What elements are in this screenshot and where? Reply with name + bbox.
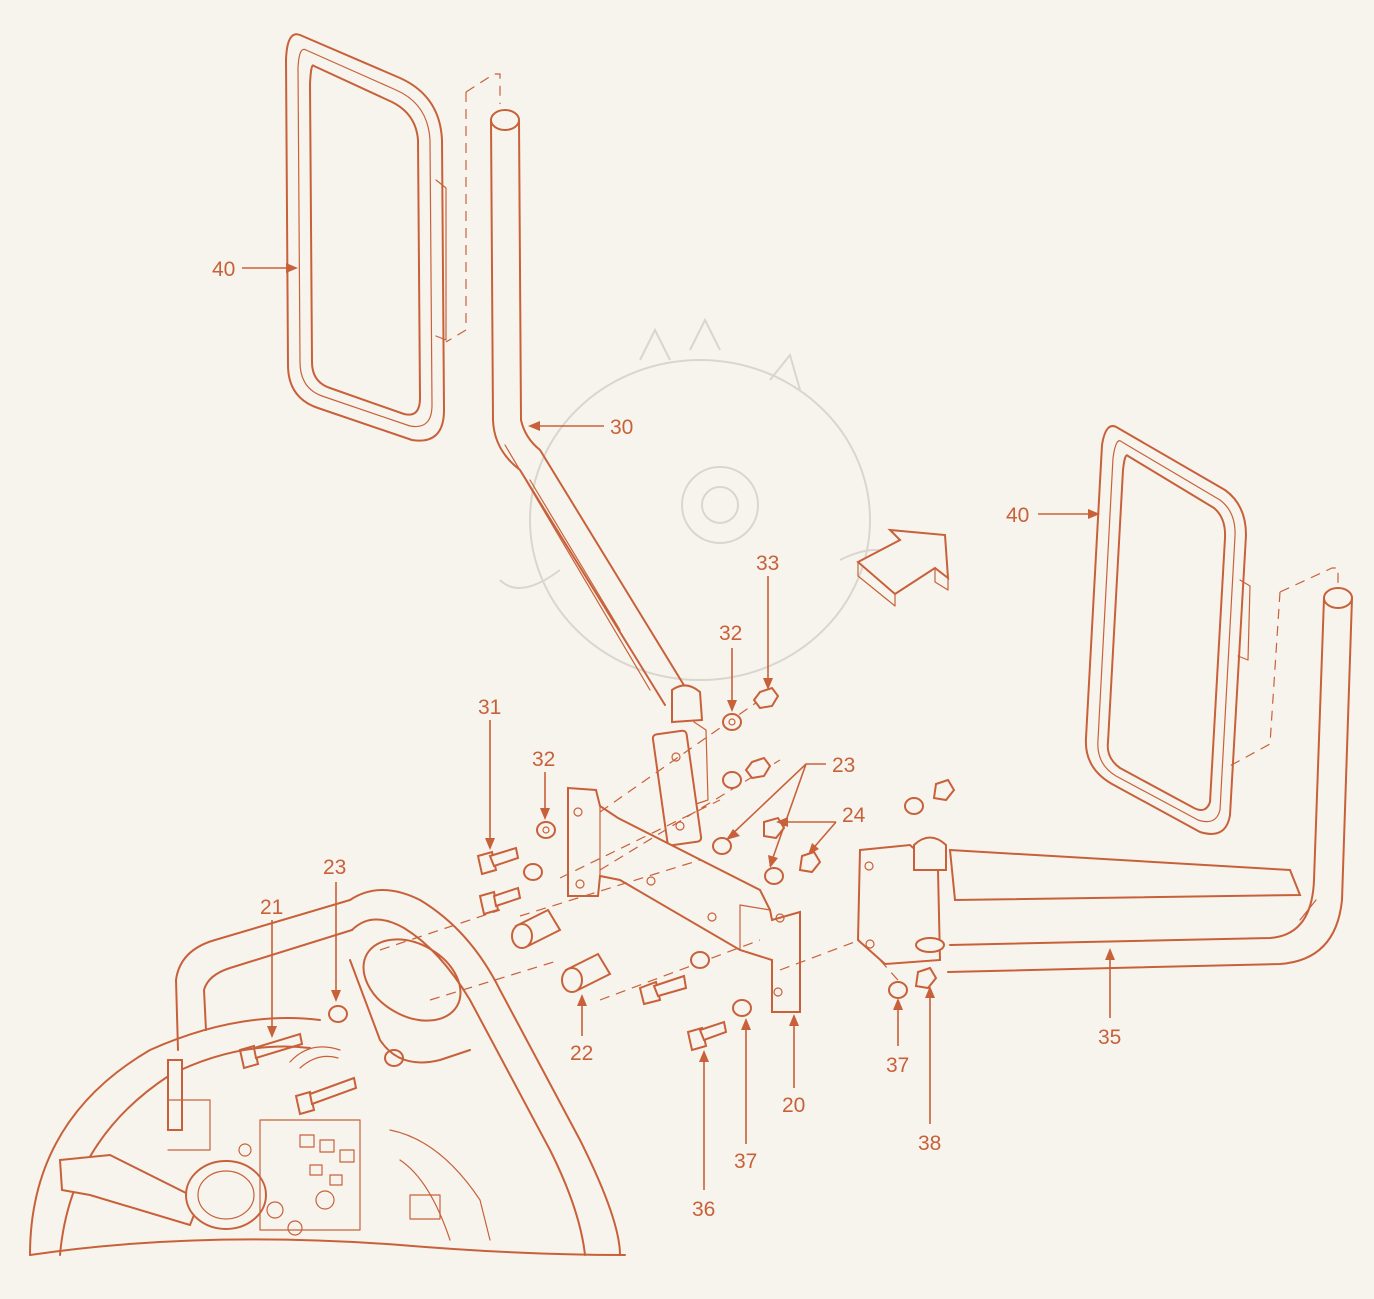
callout-24: 24 <box>776 804 866 855</box>
callout-37-center: 37 <box>734 1018 757 1173</box>
callout-37-right: 37 <box>886 998 909 1077</box>
watermark-figure <box>499 317 901 681</box>
callout-label: 32 <box>719 622 742 645</box>
callout-30: 30 <box>528 416 633 439</box>
callout-23-left: 23 <box>323 856 346 1002</box>
callout-label: 23 <box>832 754 855 777</box>
callout-label: 20 <box>782 1094 805 1117</box>
callout-label: 33 <box>756 552 779 575</box>
callout-32-top: 32 <box>719 622 742 712</box>
callout-label: 37 <box>734 1150 757 1173</box>
callout-label: 38 <box>918 1132 941 1155</box>
arm-right <box>856 587 1353 973</box>
callout-32-left: 32 <box>532 748 555 820</box>
callout-label: 40 <box>212 258 235 281</box>
callout-21: 21 <box>260 896 283 1038</box>
callout-38: 38 <box>918 986 941 1155</box>
callout-23-right: 23 <box>726 754 855 868</box>
callout-label: 37 <box>886 1054 909 1077</box>
callout-label: 31 <box>478 696 501 719</box>
callout-label: 35 <box>1098 1026 1121 1049</box>
direction-arrow-icon <box>856 528 950 607</box>
dash-switch-panel <box>238 1119 491 1241</box>
callout-35: 35 <box>1098 948 1121 1049</box>
mirror-right-guide <box>1225 567 1339 769</box>
callout-31: 31 <box>478 696 501 850</box>
callout-40-right: 40 <box>1006 504 1100 527</box>
callout-36: 36 <box>692 1050 715 1221</box>
steering-wheel-assembly <box>29 889 626 1256</box>
callout-label: 30 <box>610 416 633 439</box>
mounting-bracket <box>567 786 801 1013</box>
callout-label: 22 <box>570 1042 593 1065</box>
callout-33: 33 <box>756 552 779 690</box>
mirror-left-guide <box>445 73 501 343</box>
callout-label: 21 <box>260 896 283 919</box>
callout-40-left: 40 <box>212 258 298 281</box>
callout-22: 22 <box>570 994 593 1065</box>
callout-20: 20 <box>782 1014 805 1117</box>
fasteners <box>238 686 956 1116</box>
spacers <box>511 908 612 993</box>
callout-label: 36 <box>692 1198 715 1221</box>
mirror-right <box>1084 425 1251 835</box>
arm-left <box>490 109 709 847</box>
callout-label: 40 <box>1006 504 1029 527</box>
callout-label: 24 <box>842 804 866 827</box>
callout-label: 32 <box>532 748 555 771</box>
mirror-left <box>285 33 447 442</box>
callout-label: 23 <box>323 856 346 879</box>
